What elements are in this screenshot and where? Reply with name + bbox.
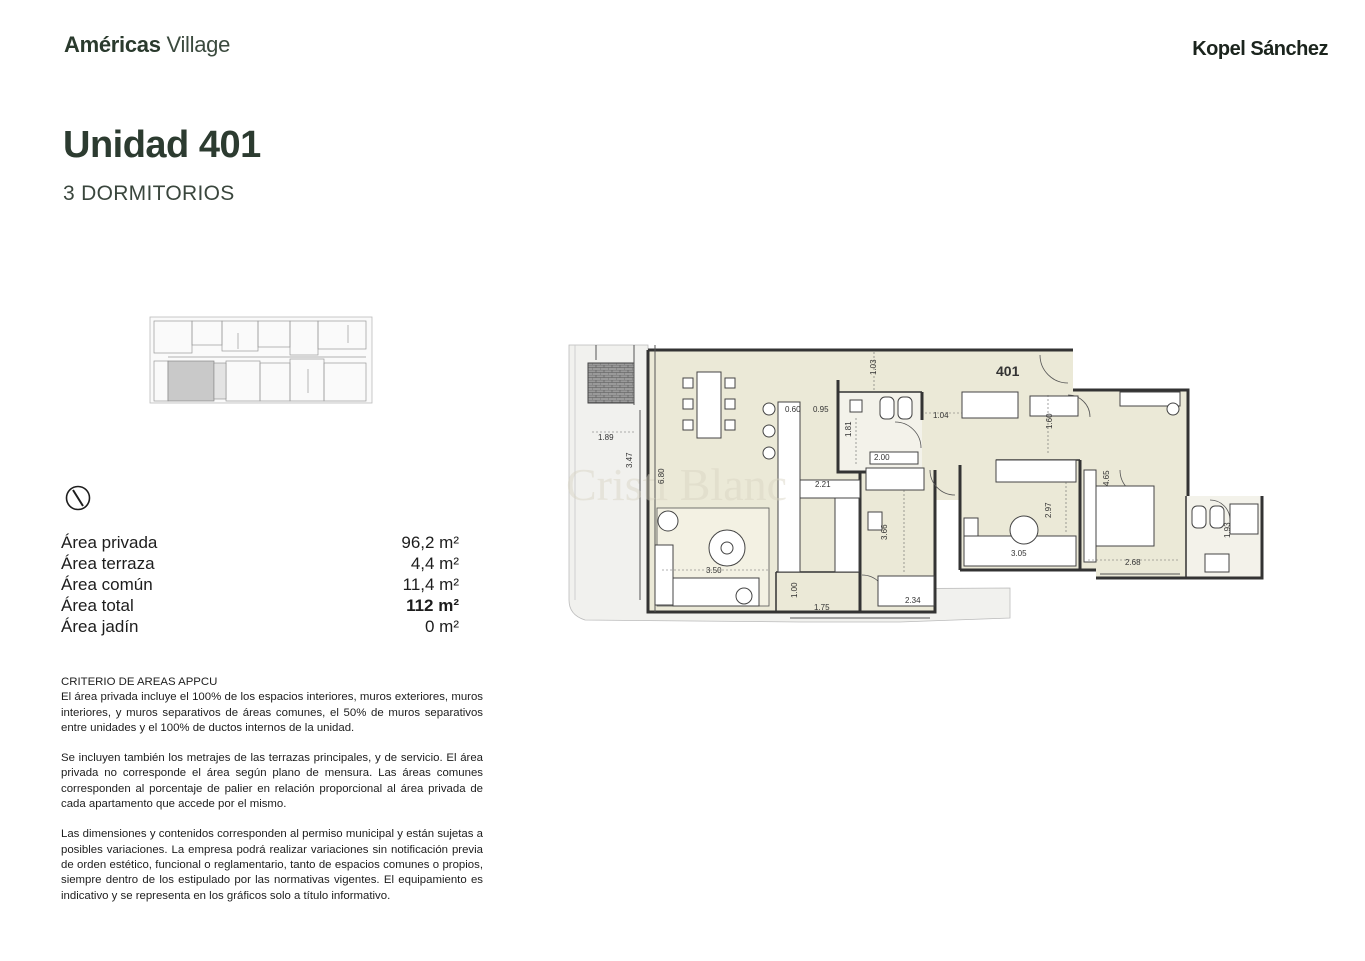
floor-key-plan	[149, 316, 373, 404]
area-label: Área común	[61, 575, 153, 594]
criteria-paragraph: Se incluyen también los metrajes de las …	[61, 752, 483, 811]
unit-title: Unidad 401	[63, 124, 261, 166]
area-row: Área terraza 4,4 m²	[61, 553, 459, 574]
unit-floor-plan: Cristi Blanc 401 1.89 3.47 6.80 0.60 0.9…	[566, 344, 1264, 623]
area-value: 0 m²	[425, 617, 459, 636]
area-row: Área total 112 m²	[61, 595, 459, 616]
dim-label: 0.60	[785, 405, 801, 414]
area-value: 4,4 m²	[410, 554, 459, 573]
dim-label: 2.00	[874, 453, 890, 462]
partner-logo: Kopel Sánchez	[1192, 38, 1328, 60]
area-label: Área jadín	[61, 617, 139, 636]
dim-label: 1.89	[598, 433, 614, 442]
area-value: 11,4 m²	[402, 575, 459, 594]
brand-name-light: Village	[166, 32, 231, 57]
brand-name-bold: Américas	[64, 32, 161, 57]
dim-label: 2.21	[815, 480, 831, 489]
area-value: 96,2 m²	[401, 533, 459, 552]
criteria-paragraph: El área privada incluye el 100% de los e…	[61, 691, 483, 734]
dim-label: 1.93	[1223, 522, 1232, 538]
dim-label: 2.97	[1044, 502, 1053, 518]
criteria-paragraph: Las dimensiones y contenidos corresponde…	[61, 828, 483, 902]
dim-label: 1.60	[1045, 413, 1054, 429]
dim-label: 2.34	[905, 596, 921, 605]
area-row: Área privada 96,2 m²	[61, 532, 459, 553]
dim-label: 6.80	[657, 468, 666, 484]
plan-unit-label: 401	[996, 363, 1020, 379]
dim-label: 2.68	[1125, 558, 1141, 567]
area-value: 112 m²	[406, 596, 459, 615]
area-label: Área privada	[61, 533, 158, 552]
dim-label: 1.04	[933, 411, 949, 420]
dim-label: 3.50	[706, 566, 722, 575]
dim-label: 1.03	[869, 359, 878, 375]
dim-label: 3.66	[880, 524, 889, 540]
brand-logo-americas-village: Américas Village	[64, 32, 230, 58]
dim-label: 0.95	[813, 405, 829, 414]
dim-label: 4.65	[1102, 470, 1111, 486]
dim-label: 3.47	[625, 452, 634, 468]
area-criteria: CRITERIO DE AREAS APPCU El área privada …	[61, 675, 483, 919]
area-row: Área jadín 0 m²	[61, 616, 459, 637]
dim-label: 1.75	[814, 603, 830, 612]
dim-label: 1.81	[844, 421, 853, 437]
plan-watermark: Cristi Blanc	[566, 459, 787, 510]
dim-label: 1.00	[790, 582, 799, 598]
area-table: Área privada 96,2 m² Área terraza 4,4 m²…	[61, 532, 459, 637]
criteria-heading: CRITERIO DE AREAS APPCU	[61, 676, 218, 688]
area-label: Área terraza	[61, 554, 155, 573]
north-arrow-icon	[65, 485, 91, 511]
dim-label: 3.05	[1011, 549, 1027, 558]
unit-subtitle: 3 DORMITORIOS	[63, 182, 235, 205]
area-label: Área total	[61, 596, 134, 615]
area-row: Área común 11,4 m²	[61, 574, 459, 595]
